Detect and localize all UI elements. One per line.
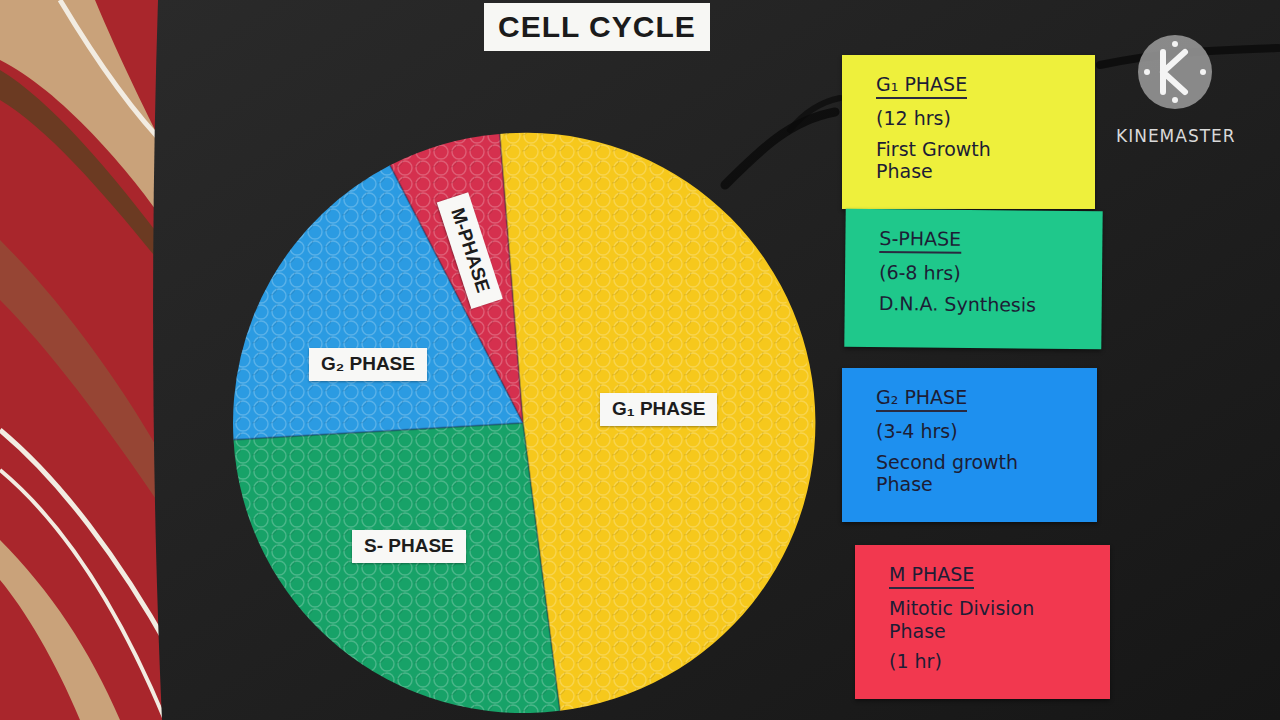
card-heading-underline: M PHASE bbox=[889, 563, 974, 589]
card-heading-underline: G₂ PHASE bbox=[876, 386, 967, 412]
card-text: (1 hr) bbox=[889, 650, 1090, 673]
phase-card: G₁ PHASE (12 hrs) First Growth Phase bbox=[842, 55, 1095, 209]
foam-texture bbox=[233, 133, 813, 713]
carpet bbox=[0, 0, 170, 720]
phase-tag: G₂ PHASE bbox=[309, 348, 427, 381]
carpet-band bbox=[0, 70, 170, 275]
phase-card: G₂ PHASE (3-4 hrs) Second growth Phase bbox=[842, 368, 1097, 522]
phase-card: S-PHASE (6-8 hrs) D.N.A. Synthesis bbox=[844, 209, 1102, 350]
phase-name: G₁ PHASE bbox=[612, 398, 705, 419]
phase-tag: S- PHASE bbox=[352, 530, 466, 563]
card-text: First Growth Phase bbox=[876, 138, 1051, 184]
carpet-stripe bbox=[0, 470, 165, 720]
carpet-band bbox=[0, 540, 120, 720]
title-label: CELL CYCLE bbox=[484, 3, 710, 51]
phase-name: G₂ PHASE bbox=[321, 353, 415, 374]
card-heading: G₁ PHASE bbox=[876, 73, 1075, 99]
marker-smudge bbox=[725, 112, 835, 185]
card-heading: S-PHASE bbox=[879, 227, 1082, 255]
card-text: D.N.A. Synthesis bbox=[879, 292, 1082, 317]
watermark-text: KINEMASTER bbox=[1116, 126, 1236, 146]
card-text: (3-4 hrs) bbox=[876, 420, 1077, 443]
watermark-logo bbox=[1138, 35, 1212, 109]
black-board bbox=[153, 0, 1280, 720]
card-text: (12 hrs) bbox=[876, 107, 1075, 130]
card-text: Second growth Phase bbox=[876, 451, 1051, 497]
carpet-stripe bbox=[60, 0, 170, 150]
phase-card: M PHASE Mitotic Division Phase (1 hr) bbox=[855, 545, 1110, 699]
carpet-band bbox=[0, 240, 170, 520]
card-heading-underline: G₁ PHASE bbox=[876, 73, 967, 99]
card-heading: M PHASE bbox=[889, 563, 1090, 589]
card-text: (6-8 hrs) bbox=[879, 261, 1082, 286]
phase-name: S- PHASE bbox=[364, 535, 454, 556]
wedge-edge bbox=[234, 134, 560, 711]
phase-tag: G₁ PHASE bbox=[600, 393, 717, 426]
marker-smudge bbox=[790, 98, 840, 130]
cell-cycle-pie bbox=[233, 133, 815, 713]
card-heading-underline: S-PHASE bbox=[879, 227, 961, 254]
card-text: Mitotic Division Phase bbox=[889, 597, 1064, 643]
carpet-stripe bbox=[0, 430, 170, 650]
card-heading: G₂ PHASE bbox=[876, 386, 1077, 412]
